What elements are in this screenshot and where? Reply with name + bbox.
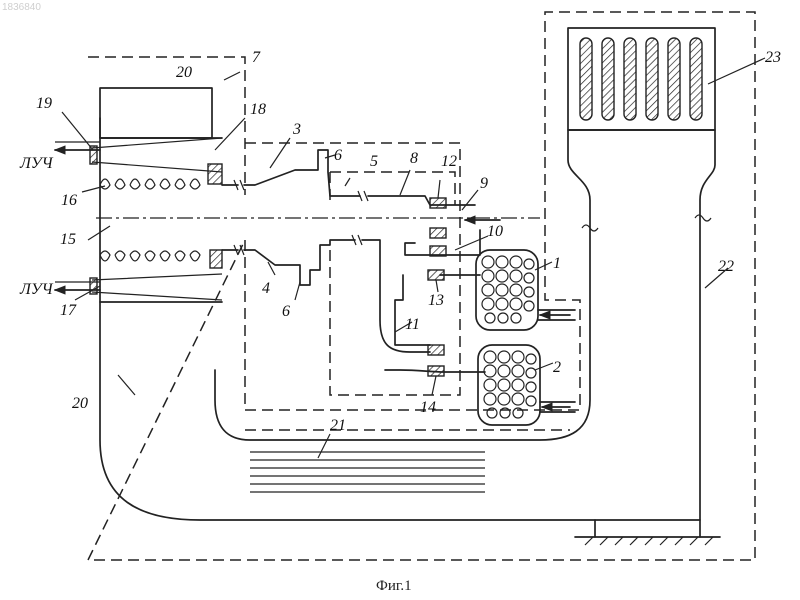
mirror-18 [208, 164, 222, 184]
label-21: 21 [330, 417, 346, 434]
label-11: 11 [405, 316, 420, 333]
label-18: 18 [250, 101, 266, 118]
mirror-17 [92, 274, 222, 300]
ground-support [575, 520, 720, 545]
label-2: 2 [553, 359, 561, 376]
break-mark [352, 235, 362, 245]
nozzle-lower-profile [222, 240, 430, 352]
label-15: 15 [60, 231, 76, 248]
pellets [482, 256, 536, 418]
label-10: 10 [487, 223, 503, 240]
figure-caption: Фиг.1 [376, 578, 412, 594]
break-mark [695, 215, 711, 221]
label-20-bottom: 20 [72, 395, 88, 412]
mirror-19 [92, 138, 222, 172]
label-9: 9 [480, 175, 488, 192]
valve-13 [428, 270, 444, 280]
heat-exchanger-21 [250, 452, 485, 492]
label-23: 23 [765, 49, 781, 66]
label-8: 8 [410, 150, 418, 167]
label-5: 5 [370, 153, 378, 170]
label-7: 7 [252, 49, 261, 66]
label-6-top: 6 [334, 147, 342, 164]
fin [690, 38, 702, 120]
discharge-drops-16 [100, 179, 200, 261]
label-16: 16 [61, 192, 77, 209]
label-beam-top: ЛУЧ [19, 155, 54, 172]
break-mark [234, 180, 244, 190]
valve-10a [430, 228, 446, 238]
housing-20-top-box [100, 88, 212, 138]
valve-12 [430, 198, 446, 208]
valve-11 [428, 345, 444, 355]
mirror-19-left [90, 146, 97, 164]
label-17: 17 [60, 302, 77, 319]
break-mark [358, 191, 368, 201]
fin [602, 38, 614, 120]
fin [668, 38, 680, 120]
label-beam-bottom: ЛУЧ [19, 281, 54, 298]
fin [580, 38, 592, 120]
label-12: 12 [441, 153, 457, 170]
label-14: 14 [420, 399, 436, 416]
label-3: 3 [292, 121, 301, 138]
mirror-17-right [210, 250, 222, 268]
fin [646, 38, 658, 120]
label-13: 13 [428, 292, 444, 309]
label-19: 19 [36, 95, 52, 112]
valve-10b [430, 246, 446, 256]
label-4: 4 [262, 280, 270, 297]
fin [624, 38, 636, 120]
label-22: 22 [718, 258, 734, 275]
watermark: 1836840 [2, 2, 41, 13]
nozzle-upper-profile [222, 150, 475, 205]
radiator-fins [580, 38, 702, 120]
label-6-bottom: 6 [282, 303, 290, 320]
label-20-top: 20 [176, 64, 192, 81]
valve-14 [428, 366, 444, 376]
label-1: 1 [553, 255, 561, 272]
